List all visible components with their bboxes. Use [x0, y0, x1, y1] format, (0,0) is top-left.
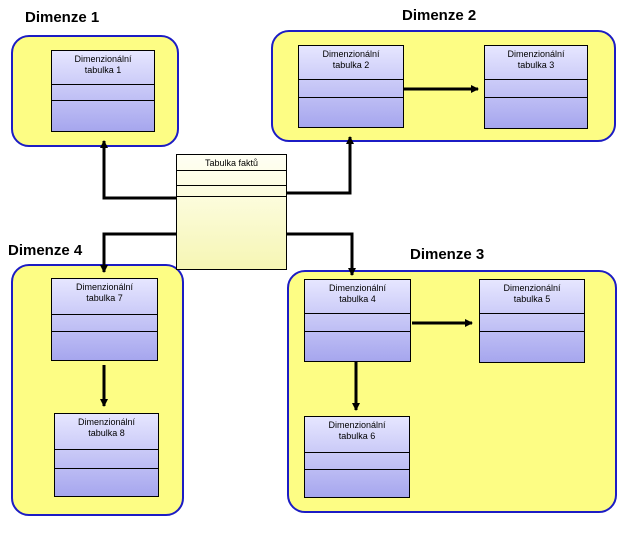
arrow-fact-to-table-1	[100, 140, 176, 200]
fact-table-body	[177, 197, 286, 269]
fact-table-row	[177, 186, 286, 197]
fact-table: Tabulka faktů	[176, 154, 287, 270]
table-3-line2: tabulka 3	[517, 60, 555, 70]
arrow-fact-to-table-4	[286, 232, 356, 276]
table-1-line1: Dimenzionální	[74, 54, 132, 64]
table-4-header: Dimenzionální tabulka 4	[305, 280, 410, 314]
dimension-table-5: Dimenzionální tabulka 5	[479, 279, 585, 363]
table-7-line1: Dimenzionální	[75, 282, 134, 292]
table-5-line1: Dimenzionální	[503, 283, 561, 293]
dimension-table-6: Dimenzionální tabulka 6	[304, 416, 410, 498]
table-2-row	[299, 80, 403, 98]
dimension-1-title: Dimenze 1	[25, 9, 100, 26]
fact-table-row	[177, 171, 286, 186]
table-8-body	[55, 469, 158, 496]
dimension-table-4: Dimenzionální tabulka 4	[304, 279, 411, 362]
table-2-line2: tabulka 2	[332, 60, 370, 70]
table-8-line1: Dimenzionální	[77, 417, 136, 427]
table-1-line2: tabulka 1	[84, 65, 122, 75]
table-5-line2: tabulka 5	[513, 294, 551, 304]
table-6-line2: tabulka 6	[338, 431, 376, 441]
table-7-body	[52, 332, 157, 360]
table-3-body	[485, 98, 587, 128]
table-5-header: Dimenzionální tabulka 5	[480, 280, 584, 314]
dimension-table-3: Dimenzionální tabulka 3	[484, 45, 588, 129]
dimension-table-1: Dimenzionální tabulka 1	[51, 50, 155, 132]
table-2-header: Dimenzionální tabulka 2	[299, 46, 403, 80]
table-4-line1: Dimenzionální	[328, 283, 387, 293]
table-5-row	[480, 314, 584, 332]
arrow-fact-to-table-7	[100, 232, 176, 273]
table-7-row	[52, 315, 157, 332]
table-1-header: Dimenzionální tabulka 1	[52, 51, 154, 85]
table-7-header: Dimenzionální tabulka 7	[52, 279, 157, 315]
table-3-line1: Dimenzionální	[507, 49, 565, 59]
dimension-3-title: Dimenze 3	[410, 246, 485, 263]
table-5-body	[480, 332, 584, 362]
dimension-2-title: Dimenze 2	[402, 7, 477, 24]
table-6-body	[305, 470, 409, 497]
arrow-fact-to-table-2	[286, 136, 354, 195]
table-4-row	[305, 314, 410, 332]
fact-table-label: Tabulka faktů	[177, 155, 286, 171]
dimension-table-8: Dimenzionální tabulka 8	[54, 413, 159, 497]
table-1-row	[52, 85, 154, 101]
table-6-row	[305, 453, 409, 470]
table-3-header: Dimenzionální tabulka 3	[485, 46, 587, 80]
table-1-body	[52, 101, 154, 131]
table-6-header: Dimenzionální tabulka 6	[305, 417, 409, 453]
table-8-header: Dimenzionální tabulka 8	[55, 414, 158, 450]
table-8-line2: tabulka 8	[88, 428, 125, 438]
table-4-line2: tabulka 4	[339, 294, 376, 304]
table-2-line1: Dimenzionální	[322, 49, 380, 59]
table-2-body	[299, 98, 403, 127]
table-6-line1: Dimenzionální	[328, 420, 386, 430]
dimension-4-title: Dimenze 4	[8, 242, 83, 259]
table-4-body	[305, 332, 410, 361]
table-8-row	[55, 450, 158, 469]
table-7-line2: tabulka 7	[86, 293, 123, 303]
dimension-table-7: Dimenzionální tabulka 7	[51, 278, 158, 361]
table-3-row	[485, 80, 587, 98]
dimension-table-2: Dimenzionální tabulka 2	[298, 45, 404, 128]
